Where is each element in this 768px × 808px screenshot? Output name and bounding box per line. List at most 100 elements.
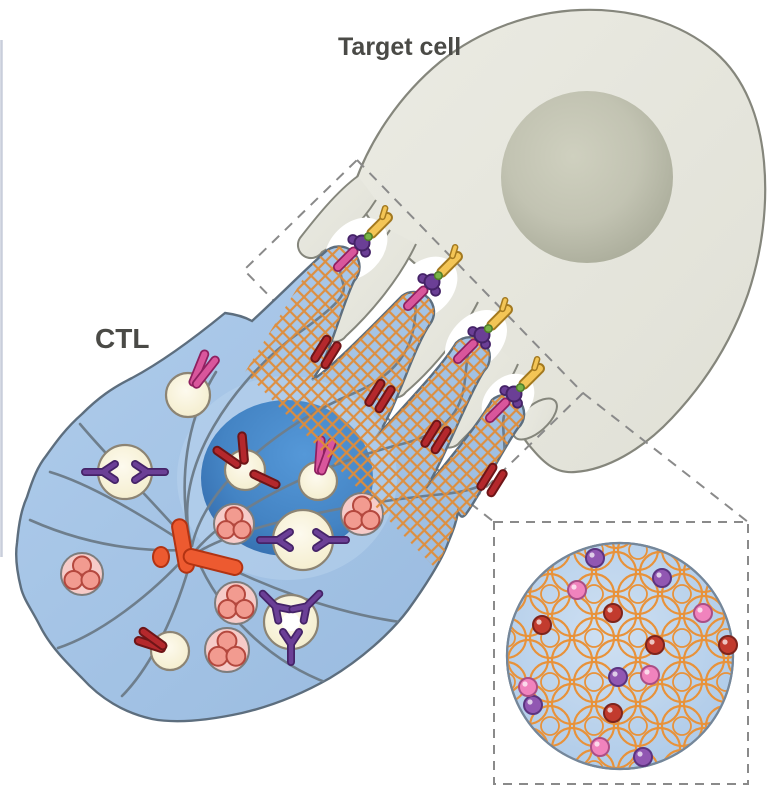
cargo-dot <box>532 615 552 635</box>
rod <box>312 336 330 361</box>
tcr-molecule <box>82 461 118 483</box>
microtubule <box>194 554 332 686</box>
rod <box>500 298 507 311</box>
centriole <box>182 548 244 576</box>
cargo-dot-highlight <box>656 572 662 578</box>
perforin-rod <box>374 385 396 414</box>
cargo-dot <box>523 695 543 715</box>
rod <box>488 306 511 329</box>
granule-core <box>217 599 238 619</box>
rod <box>376 387 394 412</box>
cargo-dot <box>652 568 672 588</box>
tcr-on-vesicle <box>258 589 294 625</box>
target-cell-label: Target cell <box>338 33 461 61</box>
inset-dot-purple <box>523 695 543 715</box>
perforin-rod <box>212 445 242 470</box>
tcr-on-vesicle <box>279 628 303 666</box>
tcr-mhc-complex <box>402 243 463 312</box>
inset-dot-red <box>718 635 738 655</box>
granule-core <box>234 599 255 619</box>
tcr-molecule <box>290 591 322 623</box>
inset-dot-purple <box>652 568 672 588</box>
mhc-molecule <box>366 212 393 239</box>
rod <box>422 421 440 446</box>
vesicle-granule <box>214 581 258 625</box>
vesicle-lumen <box>282 613 300 631</box>
rod <box>251 471 279 488</box>
tcr-on-vesicle <box>131 460 169 484</box>
vesicle-granule <box>60 552 104 596</box>
tcr-molecule <box>313 529 349 551</box>
rod <box>239 433 247 463</box>
rod <box>193 357 219 387</box>
cargo-dot-highlight <box>637 751 643 757</box>
rod <box>366 380 384 405</box>
perforin-pair <box>310 334 342 370</box>
tcr-molecule <box>132 461 168 483</box>
microtubule <box>28 518 188 552</box>
cargo-dot-highlight <box>594 741 600 747</box>
perforin-rod <box>138 626 168 651</box>
mhc-prong <box>449 243 459 260</box>
inset-frame <box>493 521 749 785</box>
rod <box>322 343 340 368</box>
granule-core <box>232 520 252 540</box>
perforin-rod <box>364 378 386 407</box>
pink-rod-pair <box>191 355 220 389</box>
rod <box>214 447 240 468</box>
rod <box>404 287 427 310</box>
callout-line-left <box>469 502 495 523</box>
inset-dots-layer <box>518 548 738 767</box>
perforin-rod <box>237 431 249 465</box>
granule-core <box>207 645 229 667</box>
perforin-rod <box>310 334 332 363</box>
cargo-dot <box>718 635 738 655</box>
cargo-dot <box>590 737 610 757</box>
tcr-stalk-rod <box>484 397 511 424</box>
cargo-dot-highlight <box>607 707 613 713</box>
vesicle-tcr-pair <box>256 508 350 572</box>
granule-core <box>80 570 101 590</box>
tcr-stalk-rod <box>402 285 429 312</box>
cargo-dot <box>585 548 605 568</box>
cargo-dot-highlight <box>644 669 650 675</box>
peptide-antigen <box>515 383 525 393</box>
vesicle-granule <box>204 627 250 673</box>
tcr-on-vesicle <box>256 528 294 552</box>
rod <box>380 206 387 219</box>
perforin-rod <box>249 469 281 490</box>
vesicle-red-rods <box>133 626 191 672</box>
centriole-cap <box>152 546 170 568</box>
rod <box>334 248 357 271</box>
inset-dot-purple <box>633 747 653 767</box>
perforin-rod <box>476 462 498 491</box>
cargo-dot-highlight <box>589 552 595 558</box>
perforin-rod <box>320 341 342 370</box>
cargo-dot-highlight <box>536 619 542 625</box>
granule-core <box>216 630 238 652</box>
inset-dot-red <box>603 703 623 723</box>
rod <box>532 357 539 370</box>
inset-dot-red <box>645 635 665 655</box>
vesicle-granule <box>340 492 384 536</box>
cargo-dot <box>567 580 587 600</box>
granule-core <box>226 584 246 605</box>
cargo-dot <box>633 747 653 767</box>
perforin-rod <box>420 419 442 448</box>
microtubule <box>56 552 190 650</box>
rod <box>190 351 208 386</box>
mhc-molecule <box>518 363 545 390</box>
rod <box>488 471 506 496</box>
rod <box>438 253 461 276</box>
rod <box>140 628 166 649</box>
vesicles-layer <box>60 349 384 673</box>
tcr-on-vesicle <box>312 528 350 552</box>
inset-dot-red <box>603 603 623 623</box>
tcr-mhc-complex <box>484 355 545 424</box>
vesicle-pink-rods <box>164 349 220 419</box>
rod <box>486 399 509 422</box>
rod <box>520 365 543 388</box>
cargo-dot-highlight <box>722 639 728 645</box>
